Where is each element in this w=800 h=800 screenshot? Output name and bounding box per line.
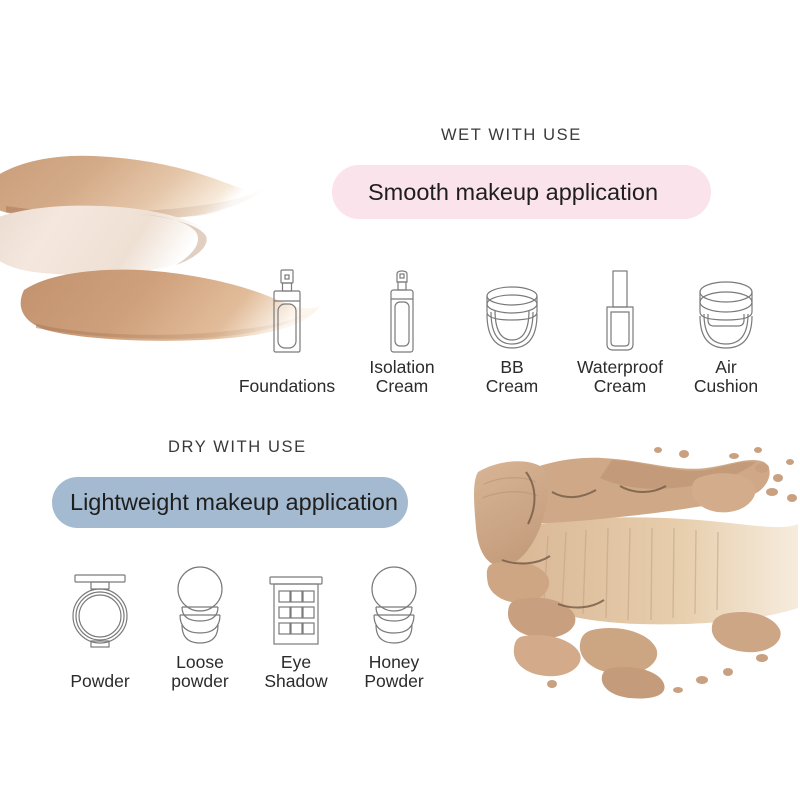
product-item-loose-powder[interactable]: Loose powder (152, 563, 248, 690)
product-label-foundations: Foundations (238, 376, 336, 396)
product-label-powder: Powder (70, 671, 130, 691)
dry-banner: Lightweight makeup application (52, 477, 408, 528)
pump-bottle-icon (386, 268, 418, 354)
product-item-eye-shadow[interactable]: Eye Shadow (248, 563, 344, 690)
product-label-honey-powder: Honey Powder (364, 652, 424, 691)
wet-product-row: Foundations Isolation Cream (228, 268, 778, 396)
product-item-honey-powder[interactable]: Honey Powder (344, 563, 444, 690)
powder-compact-icon (67, 563, 133, 649)
polish-bottle-icon (601, 268, 639, 354)
product-item-powder[interactable]: Powder (48, 563, 152, 691)
dry-product-row: Powder Loose powder (48, 563, 444, 691)
product-item-waterproof-cream[interactable]: Waterproof Cream (566, 268, 674, 395)
product-label-isolation-cream: Isolation Cream (369, 357, 435, 396)
product-item-air-cushion[interactable]: Air Cushion (674, 268, 778, 395)
product-item-foundations[interactable]: Foundations (228, 268, 346, 396)
foundation-bottle-icon (270, 268, 304, 354)
crushed-powder-photo (474, 447, 798, 699)
product-label-waterproof-cream: Waterproof Cream (577, 357, 663, 396)
dry-banner-text: Lightweight makeup application (70, 489, 398, 515)
wet-banner: Smooth makeup application (332, 165, 711, 219)
compact-jar-icon (481, 268, 543, 354)
eyeshadow-palette-icon (266, 563, 326, 649)
product-item-isolation-cream[interactable]: Isolation Cream (346, 268, 458, 395)
product-label-loose-powder: Loose powder (171, 652, 229, 691)
loose-powder-puff-icon (172, 563, 228, 649)
product-label-air-cushion: Air Cushion (693, 357, 759, 396)
air-cushion-icon (694, 268, 758, 354)
honey-powder-puff-icon (366, 563, 422, 649)
wet-section-kicker: WET WITH USE (441, 126, 582, 144)
dry-section-kicker: DRY WITH USE (168, 438, 307, 456)
wet-banner-text: Smooth makeup application (368, 178, 659, 205)
product-label-eye-shadow: Eye Shadow (264, 652, 328, 691)
product-item-bb-cream[interactable]: BB Cream (458, 268, 566, 395)
product-label-bb-cream: BB Cream (485, 357, 539, 396)
